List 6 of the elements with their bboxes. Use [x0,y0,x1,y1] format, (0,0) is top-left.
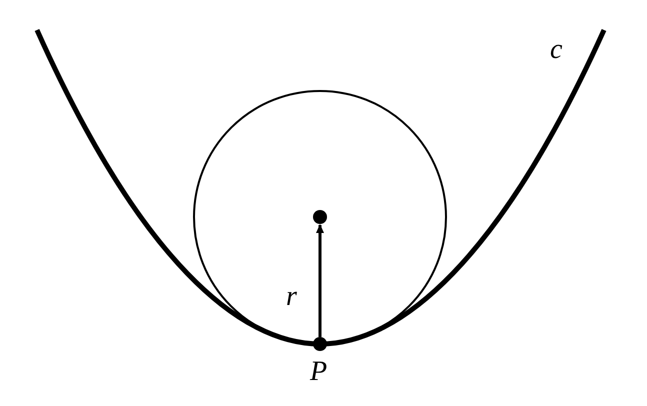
curve-label: c [550,36,562,64]
point-dot [313,337,327,351]
edge-label: r [286,283,297,311]
arrow [316,224,324,337]
point-label: P [310,358,328,386]
point-dot [313,210,327,224]
